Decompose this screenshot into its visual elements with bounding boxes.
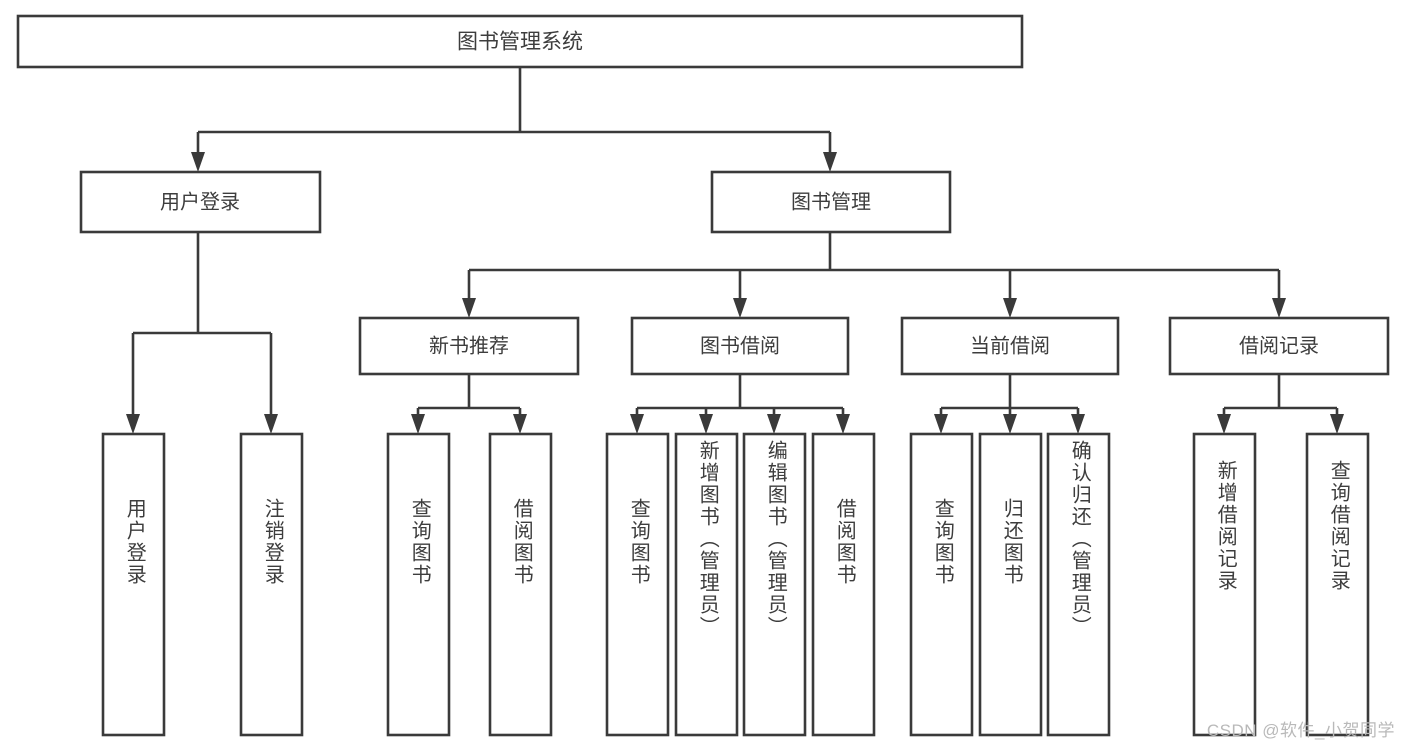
leaf-user-login[interactable] [101, 432, 166, 737]
node-user-login[interactable] [79, 170, 322, 234]
node-book-borrow-label: 图书借阅 [700, 334, 780, 357]
node-book-management-label: 图书管理 [791, 190, 871, 213]
node-borrow-record[interactable] [1168, 316, 1390, 376]
leaf-query-borrow-record[interactable] [1305, 432, 1370, 737]
arrow-head-icon [767, 414, 781, 434]
leaf-query-book-newbook[interactable] [386, 432, 451, 737]
leaf-edit-book-admin[interactable] [742, 432, 807, 737]
node-root-book-management-system[interactable] [16, 14, 1024, 69]
leaf-borrow-book[interactable] [811, 432, 876, 737]
connector-newbook-to-leaves [411, 374, 527, 434]
node-current-borrow-label: 当前借阅 [970, 334, 1050, 357]
node-book-management[interactable] [710, 170, 952, 234]
leaf-add-borrow-record[interactable] [1192, 432, 1257, 737]
arrow-head-icon [699, 414, 713, 434]
leaf-return-book[interactable] [978, 432, 1043, 737]
arrow-head-icon [823, 152, 837, 172]
connector-bookborrow-to-leaves [630, 374, 850, 434]
csdn-watermark: CSDN @软件_小贺同学 [1206, 721, 1395, 740]
leaf-query-book-borrow[interactable] [605, 432, 670, 737]
arrow-head-icon [1272, 298, 1286, 318]
node-current-borrow[interactable] [900, 316, 1120, 376]
arrow-head-icon [513, 414, 527, 434]
connector-root-to-level2 [191, 67, 837, 172]
arrow-head-icon [1003, 414, 1017, 434]
node-book-borrow[interactable] [630, 316, 850, 376]
arrow-head-icon [934, 414, 948, 434]
leaf-borrow-book-newbook[interactable] [488, 432, 553, 737]
connector-bookmgmt-to-level3 [462, 232, 1286, 318]
node-borrow-record-label: 借阅记录 [1239, 334, 1319, 357]
connector-currentborrow-to-leaves [934, 374, 1085, 434]
arrow-head-icon [126, 414, 140, 434]
arrow-head-icon [836, 414, 850, 434]
arrow-head-icon [264, 414, 278, 434]
arrow-head-icon [411, 414, 425, 434]
connector-userlogin-to-leaves [126, 232, 278, 434]
arrow-head-icon [462, 298, 476, 318]
arrow-head-icon [733, 298, 747, 318]
arrow-head-icon [630, 414, 644, 434]
node-root-label: 图书管理系统 [457, 31, 583, 54]
arrow-head-icon [1071, 414, 1085, 434]
arrow-head-icon [1330, 414, 1344, 434]
leaf-add-book-admin[interactable] [674, 432, 739, 737]
node-new-book-recommend[interactable] [358, 316, 580, 376]
node-new-book-recommend-label: 新书推荐 [429, 334, 509, 357]
leaf-query-book-current[interactable] [909, 432, 974, 737]
arrow-head-icon [191, 152, 205, 172]
connector-borrowrecord-to-leaves [1217, 374, 1344, 434]
node-user-login-label: 用户登录 [160, 190, 240, 213]
arrow-head-icon [1217, 414, 1231, 434]
leaf-user-logout[interactable] [239, 432, 304, 737]
leaf-confirm-return-admin[interactable] [1046, 432, 1111, 737]
arrow-head-icon [1003, 298, 1017, 318]
